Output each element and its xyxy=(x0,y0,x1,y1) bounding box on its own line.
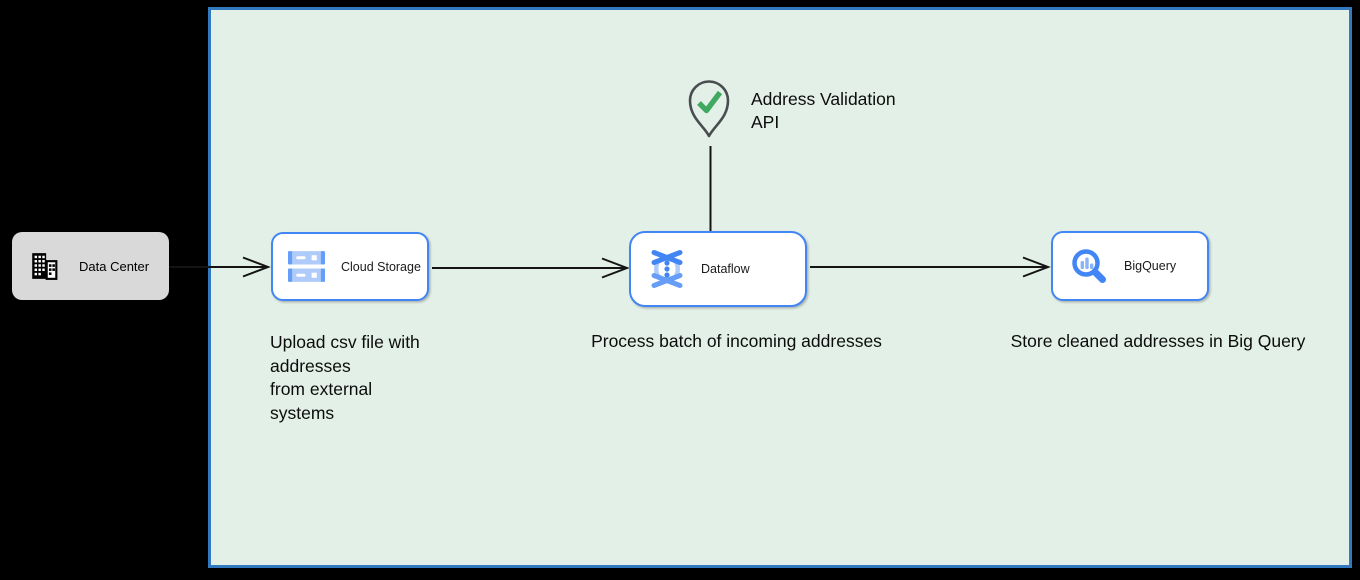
node-label-data-center: Data Center xyxy=(79,258,150,274)
node-data-center[interactable]: Data Center xyxy=(12,232,169,300)
bigquery-icon xyxy=(1072,249,1106,283)
caption-cloud-storage: Upload csv file with addresses from exte… xyxy=(270,332,420,423)
node-label-cloud-storage: Cloud Storage xyxy=(341,259,421,274)
node-cloud-storage[interactable]: Cloud Storage xyxy=(271,232,429,301)
api-marker-label: Address Validation API xyxy=(751,89,896,132)
data-center-icon xyxy=(32,253,58,280)
arrow-dataflow-to-bigquery xyxy=(810,256,1051,278)
location-pin-check-icon xyxy=(688,80,730,138)
cloud-storage-icon xyxy=(288,251,325,282)
caption-dataflow: Process batch of incoming addresses xyxy=(591,331,882,351)
node-label-bigquery: BigQuery xyxy=(1124,259,1177,273)
arrow-datacenter-to-storage xyxy=(168,256,271,278)
node-dataflow[interactable]: Dataflow xyxy=(629,231,807,307)
caption-bigquery: Store cleaned addresses in Big Query xyxy=(1010,331,1306,351)
node-bigquery[interactable]: BigQuery xyxy=(1051,231,1209,301)
node-label-dataflow: Dataflow xyxy=(701,262,750,276)
dataflow-icon xyxy=(651,250,683,288)
address-validation-marker[interactable] xyxy=(687,79,731,144)
arrow-storage-to-dataflow xyxy=(432,257,630,279)
